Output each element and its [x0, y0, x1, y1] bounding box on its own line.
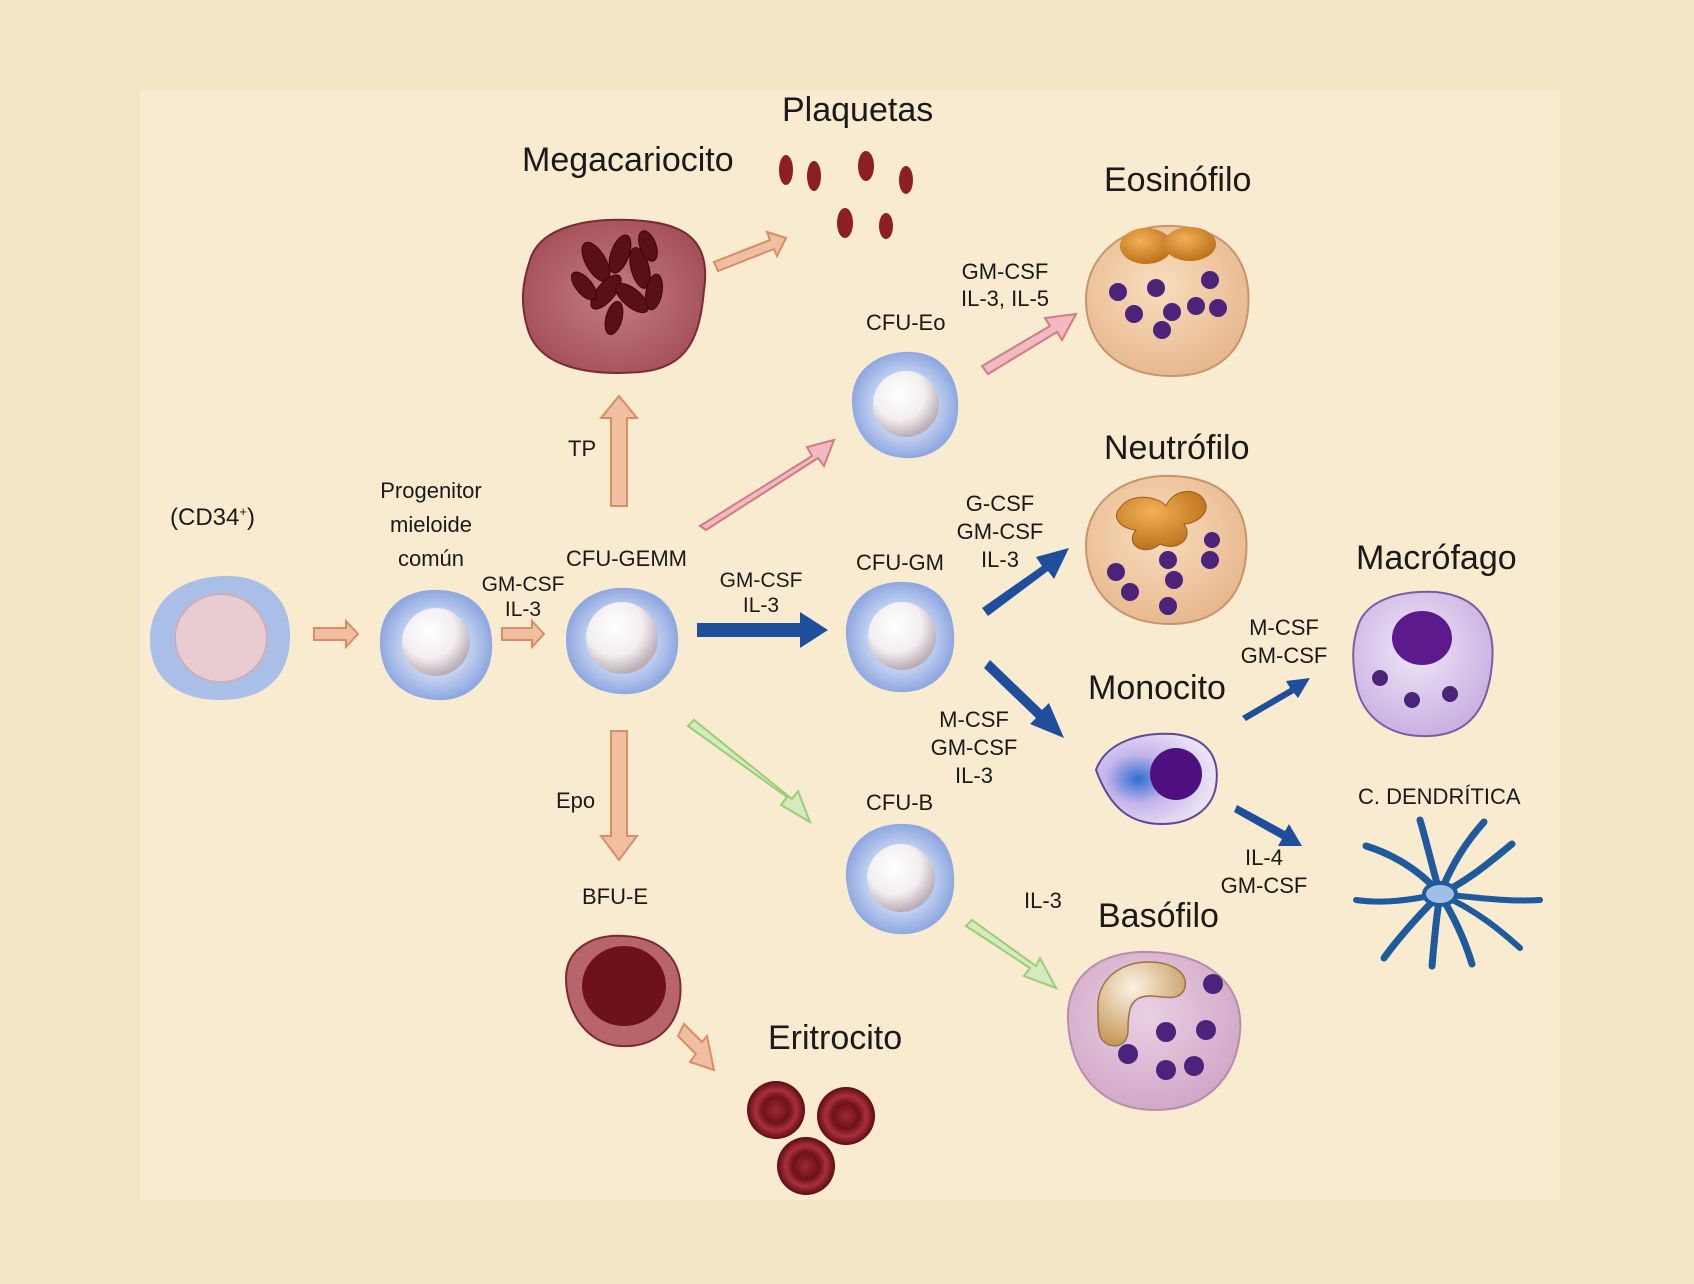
- stem-cell: [150, 575, 291, 700]
- arrow-bfue-to-erythrocyte: [676, 1022, 716, 1072]
- arrow-monocyte-to-dendritic: [1234, 805, 1302, 846]
- macrophage-cell: [1352, 590, 1494, 738]
- cfu-gm-label: CFU-GM: [856, 550, 944, 575]
- arrow-progenitor-to-gemm: [501, 618, 546, 650]
- stem-cell-label: (CD34+): [170, 504, 255, 531]
- bfu-e-cell: [564, 934, 682, 1048]
- basophil-cell: [1066, 950, 1242, 1112]
- cfu-b-label: CFU-B: [866, 790, 934, 815]
- erythrocyte-label: Eritrocito: [768, 1019, 903, 1057]
- factor-epo: Epo: [556, 788, 596, 813]
- arrow-cfueo-to-eosinophil: [980, 312, 1078, 376]
- dendritic-cell: [1353, 816, 1543, 970]
- arrow-gemm-to-cfueo: [698, 438, 836, 532]
- monocyte-cell: [1094, 732, 1218, 826]
- monocyte-label: Monocito: [1088, 669, 1226, 707]
- platelets-label: Plaquetas: [782, 91, 934, 129]
- erythrocytes: [747, 1081, 875, 1195]
- cfu-gm-cell: [845, 581, 955, 693]
- cfu-b-cell: [845, 823, 955, 935]
- factor-tp: TP: [568, 436, 597, 461]
- arrow-stem-to-progenitor: [313, 618, 360, 650]
- cfu-gemm-label: CFU-GEMM: [566, 546, 687, 571]
- macrophage-label: Macrófago: [1356, 539, 1517, 577]
- arrow-gemm-to-cfub: [686, 718, 812, 825]
- factor-basophil: IL-3: [1024, 888, 1062, 913]
- arrow-cfugm-to-neutrophil: [982, 548, 1069, 616]
- cfu-gemm-cell: [566, 587, 679, 695]
- arrow-monocyte-to-macrophage: [1242, 678, 1310, 721]
- arrow-gemm-to-megakaryocyte: [598, 394, 640, 507]
- arrow-gemm-to-cfugm: [697, 612, 828, 648]
- arrow-megakaryocyte-to-platelets: [712, 230, 788, 273]
- platelets: [779, 151, 913, 239]
- eosinophil-label: Eosinófilo: [1104, 161, 1252, 199]
- arrow-cfugm-to-monocyte: [984, 660, 1064, 738]
- cfu-eo-label: CFU-Eo: [866, 310, 946, 335]
- arrow-cfub-to-basophil: [964, 918, 1059, 990]
- myeloid-progenitor-cell: [379, 589, 493, 701]
- arrows: [313, 230, 1310, 1072]
- cfu-eo-cell: [851, 351, 959, 459]
- megakaryocyte-label: Megacariocito: [522, 141, 734, 179]
- bfu-e-label: BFU-E: [582, 884, 648, 909]
- eosinophil-cell: [1084, 224, 1250, 378]
- arrow-gemm-to-bfue: [599, 730, 639, 862]
- neutrophil-label: Neutrófilo: [1104, 429, 1250, 467]
- neutrophil-cell: [1084, 474, 1248, 626]
- megakaryocyte-cell: [521, 218, 707, 374]
- basophil-label: Basófilo: [1098, 897, 1219, 935]
- dendritic-label: C. DENDRÍTICA: [1358, 784, 1521, 809]
